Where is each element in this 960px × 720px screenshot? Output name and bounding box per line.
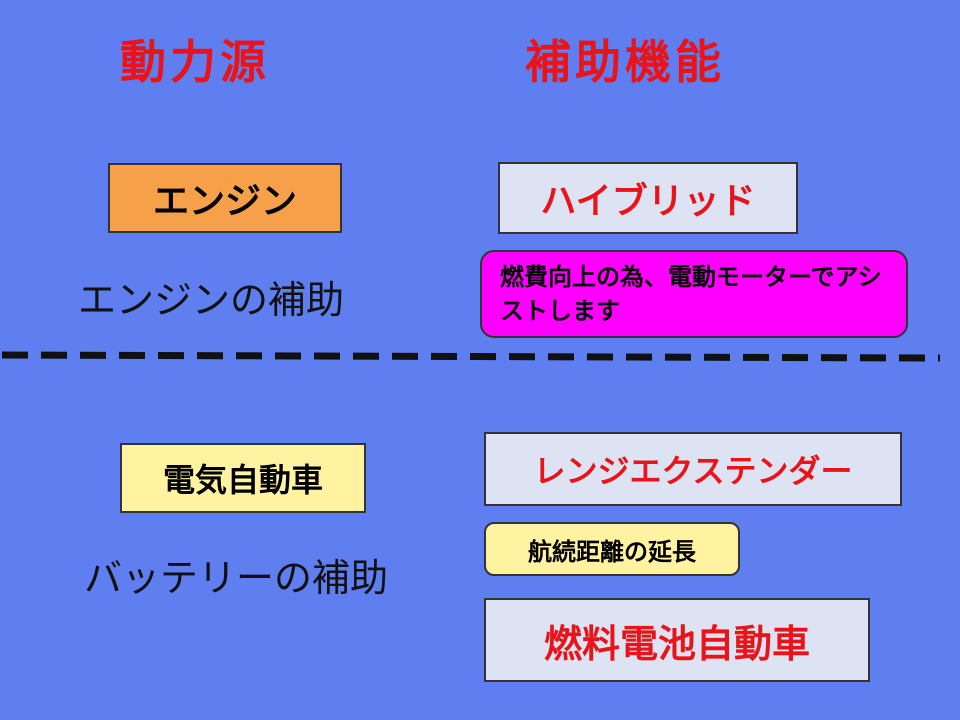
header-power-source: 動力源 [120, 35, 270, 89]
section-separator [1, 351, 941, 362]
engine-label: エンジン [152, 181, 297, 222]
fuel-cell-box: 燃料電池自動車 [484, 598, 870, 682]
engine-box: エンジン [108, 163, 342, 233]
hybrid-note-box: 燃費向上の為、電動モーターでアシストします [480, 250, 908, 338]
range-extender-box: レンジエクステンダー [484, 432, 902, 506]
hybrid-box: ハイブリッド [498, 162, 798, 234]
engine-assist-caption: エンジンの補助 [78, 278, 345, 322]
ev-label: 電気自動車 [162, 461, 323, 499]
hybrid-note: 燃費向上の為、電動モーターでアシストします [500, 263, 882, 325]
fuel-cell-label: 燃料電池自動車 [543, 621, 810, 666]
hybrid-label: ハイブリッド [540, 181, 756, 222]
range-note: 航続距離の延長 [528, 537, 696, 566]
ev-box: 電気自動車 [120, 443, 366, 513]
battery-assist-caption: バッテリーの補助 [84, 556, 389, 600]
range-note-box: 航続距離の延長 [484, 522, 740, 576]
range-extender-label: レンジエクステンダー [533, 452, 853, 490]
header-auxiliary-function: 補助機能 [525, 35, 725, 89]
